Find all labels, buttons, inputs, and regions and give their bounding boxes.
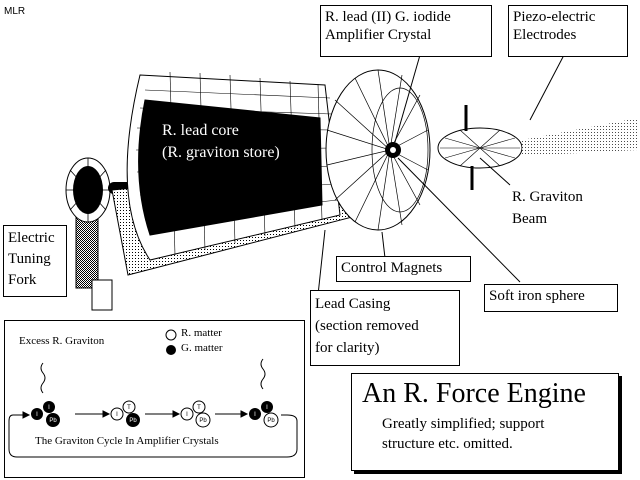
tuning-fork: [65, 157, 144, 311]
graviton-cycle-panel: I I Pb I T Pb I T Pb I I Pb Excess R. Gr…: [4, 320, 305, 478]
atom-2-t: T: [127, 405, 131, 411]
legend-r-matter-dot: [165, 329, 177, 341]
atom-3-t: T: [197, 405, 201, 411]
atom-letters: I I Pb I T Pb I T Pb I I Pb: [36, 405, 275, 424]
cycle-arrows: [22, 410, 249, 419]
lead-core: [138, 99, 323, 236]
diagram-title: An R. Force Engine: [362, 378, 586, 409]
cycle-caption: The Graviton Cycle In Amplifier Crystals: [35, 435, 219, 447]
atom-2-i: I: [116, 412, 118, 418]
atom-1-pb: Pb: [49, 418, 57, 424]
atom-1-i2: I: [48, 405, 50, 411]
atom-group-3: [180, 400, 211, 428]
graviton-squiggle-1: [40, 362, 46, 394]
legend-g-matter: G. matter: [181, 342, 223, 354]
atom-4-i2: I: [266, 405, 268, 411]
atom-3-pb: Pb: [199, 418, 207, 424]
atom-1-i: I: [36, 412, 38, 418]
legend-g-matter-dot: [166, 345, 176, 355]
control-magnets-label: Control Magnets: [336, 256, 471, 282]
atom-4-i: I: [254, 412, 256, 418]
amplifier-crystal: [437, 105, 523, 190]
title-panel: An R. Force Engine Greatly simplified; s…: [351, 373, 619, 471]
atom-group-1: [31, 401, 60, 427]
control-magnet-disk: [325, 69, 431, 231]
cycle-loop: [8, 414, 298, 458]
soft-iron-sphere-label: Soft iron sphere: [484, 284, 618, 312]
excess-graviton-label: Excess R. Graviton: [19, 335, 105, 347]
leader-lines: [317, 54, 565, 296]
graviton-beam: [522, 118, 638, 156]
graviton-squiggle-2: [260, 358, 266, 390]
core-label: R. lead core(R. graviton store): [162, 122, 280, 161]
atom-2-pb: Pb: [129, 418, 137, 424]
legend-r-matter: R. matter: [181, 327, 222, 339]
atom-4-pb: Pb: [267, 418, 275, 424]
atom-group-2: [110, 400, 140, 427]
atom-3-i: I: [186, 412, 188, 418]
atom-group-4: [249, 401, 279, 428]
author-initials: MLR: [4, 6, 26, 17]
cycle-diagram: I I Pb I T Pb I T Pb I I Pb: [8, 329, 298, 458]
